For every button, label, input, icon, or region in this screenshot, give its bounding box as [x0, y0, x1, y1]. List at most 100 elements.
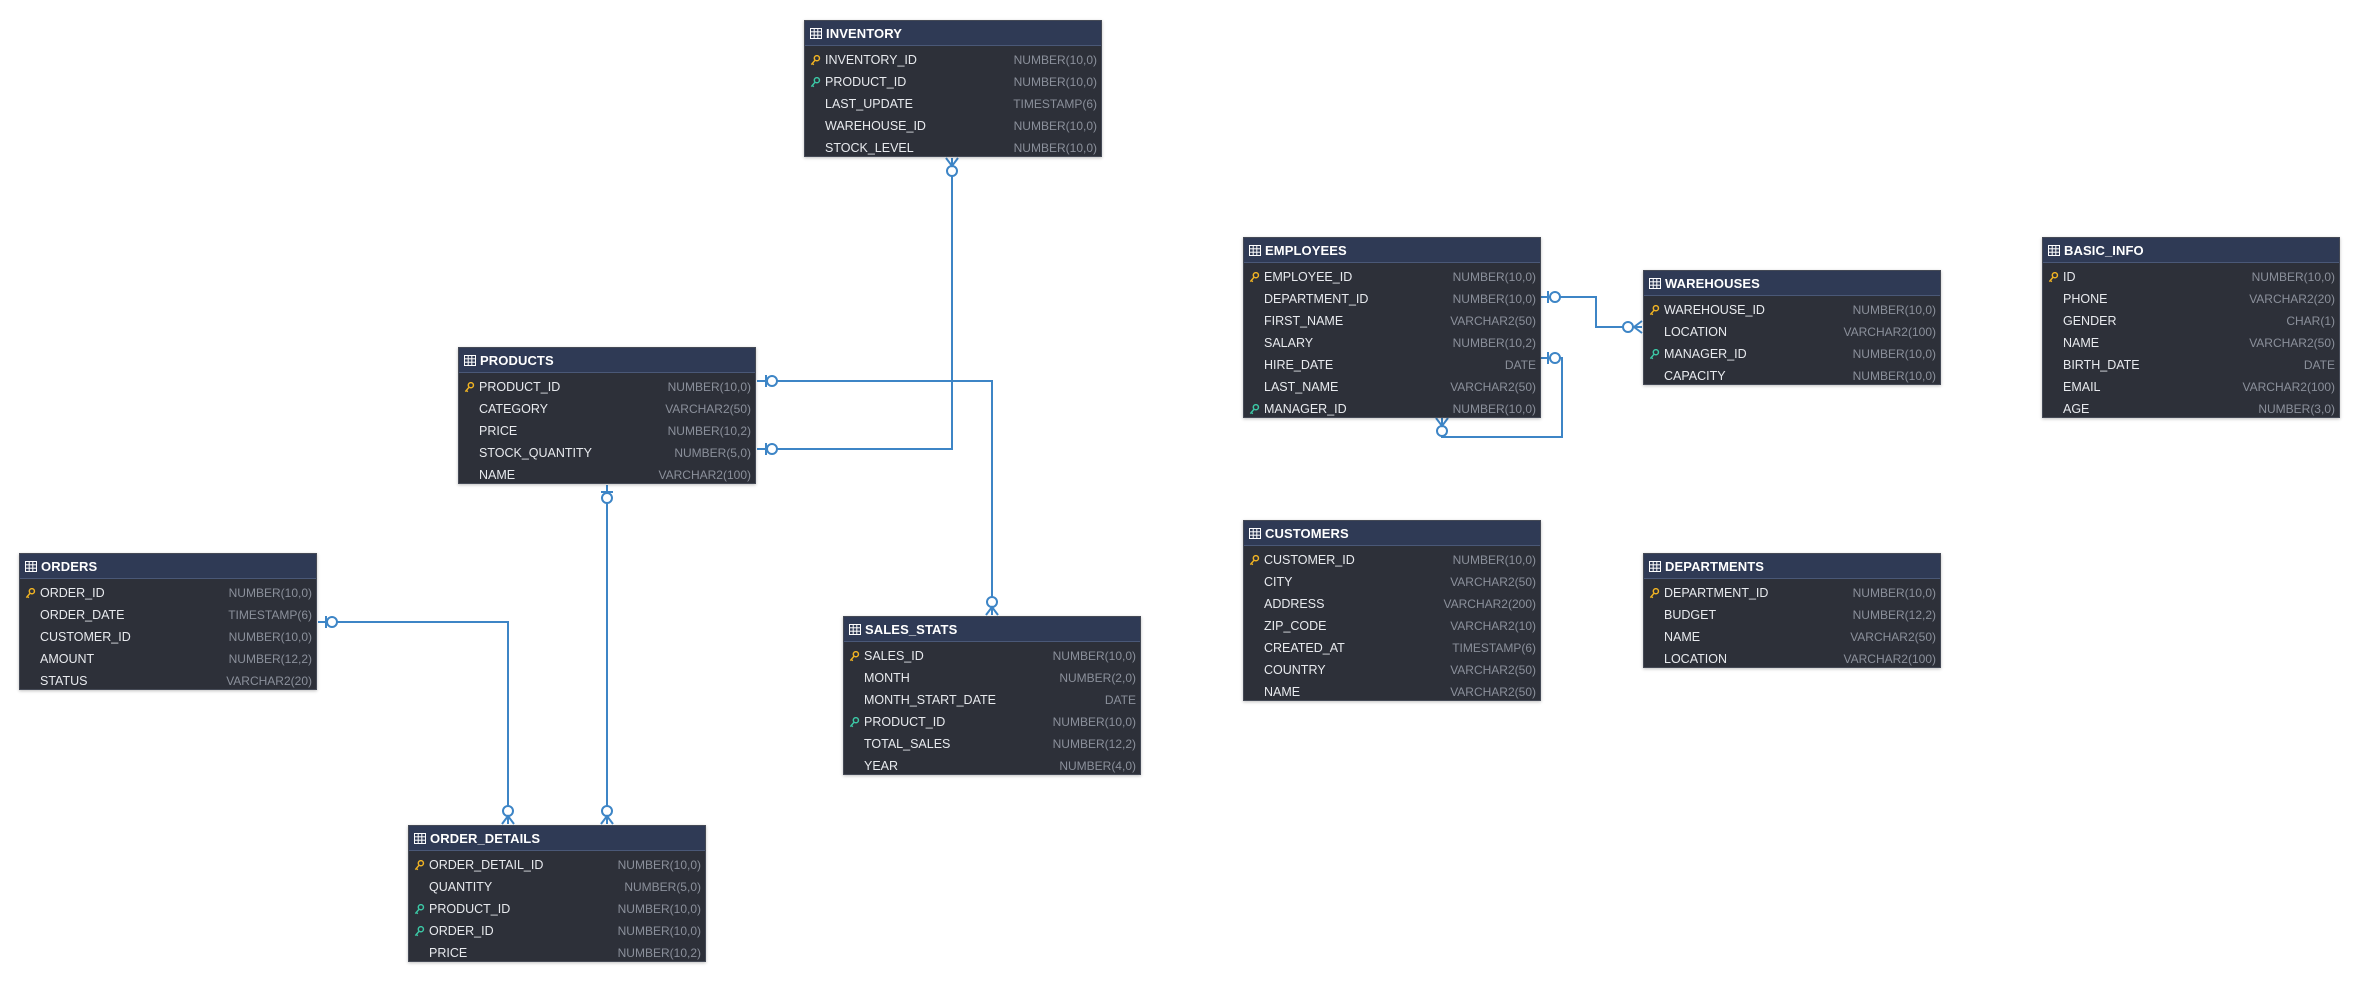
column-name: PRODUCT_ID	[864, 715, 946, 729]
column-name: ORDER_DATE	[40, 608, 125, 622]
products-to-order-details-connector[interactable]	[600, 485, 614, 825]
column-type: VARCHAR2(20)	[2249, 292, 2335, 306]
column-type: VARCHAR2(50)	[1450, 575, 1536, 589]
column-type: NUMBER(10,0)	[1013, 75, 1097, 89]
column-type: VARCHAR2(10)	[1450, 619, 1536, 633]
table-header[interactable]: ORDERS	[20, 554, 316, 579]
table-header[interactable]: INVENTORY	[805, 21, 1101, 46]
column-type: NUMBER(10,0)	[1852, 586, 1936, 600]
column-type: NUMBER(10,0)	[617, 924, 701, 938]
table-header[interactable]: ORDER_DETAILS	[409, 826, 705, 851]
employees-to-warehouses-connector[interactable]	[1541, 291, 1643, 334]
table-name: SALES_STATS	[865, 621, 958, 637]
products-to-inventory-connector[interactable]	[757, 157, 959, 455]
orders-to-order-details-connector[interactable]	[318, 616, 515, 825]
table-header[interactable]: WAREHOUSES	[1644, 271, 1940, 296]
column-name: CREATED_AT	[1264, 641, 1345, 655]
column-type: NUMBER(10,2)	[617, 946, 701, 960]
column-name: CATEGORY	[479, 402, 548, 416]
column-type: VARCHAR2(200)	[1443, 597, 1536, 611]
table-icon	[1649, 560, 1661, 572]
primary-key-icon	[805, 49, 825, 71]
table-name: ORDER_DETAILS	[430, 830, 541, 846]
table-icon	[849, 623, 861, 635]
table-header[interactable]: SALES_STATS	[844, 617, 1140, 642]
column-type: NUMBER(12,2)	[1052, 737, 1136, 751]
table-header[interactable]: PRODUCTS	[459, 348, 755, 373]
table-header[interactable]: EMPLOYEES	[1244, 238, 1540, 263]
table-header[interactable]: CUSTOMERS	[1244, 521, 1540, 546]
table-header[interactable]: BASIC_INFO	[2043, 238, 2339, 263]
table-header[interactable]: DEPARTMENTS	[1644, 554, 1940, 579]
column-name: STATUS	[40, 674, 88, 688]
primary-key-icon	[2043, 266, 2063, 288]
products-to-sales-stats-connector[interactable]	[757, 375, 999, 616]
